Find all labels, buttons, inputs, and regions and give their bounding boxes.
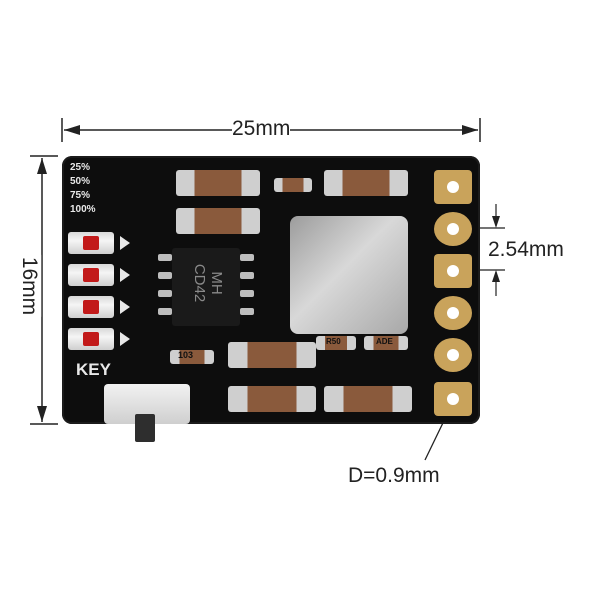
pcb-board: 25% 50% 75% 100% 103 R50 ADE MH CD42 KEY bbox=[62, 156, 480, 442]
resistor-code: 103 bbox=[178, 350, 194, 360]
pad-hole bbox=[447, 307, 459, 319]
led-1 bbox=[68, 232, 114, 254]
ic-marking: MH CD42 bbox=[191, 249, 225, 317]
hole-diameter-label: D=0.9mm bbox=[348, 464, 440, 488]
ic-pin bbox=[158, 308, 172, 315]
pad-5 bbox=[434, 338, 472, 372]
ic-pin bbox=[158, 272, 172, 279]
capacitor bbox=[176, 170, 260, 196]
resistor bbox=[274, 178, 312, 192]
ic-marking-line1: MH bbox=[208, 271, 225, 295]
key-switch bbox=[104, 384, 190, 442]
resistor-ade bbox=[364, 336, 408, 350]
height-label: 16mm bbox=[17, 254, 42, 318]
arrow-icon bbox=[120, 236, 130, 250]
capacitor bbox=[176, 208, 260, 234]
led-3 bbox=[68, 296, 114, 318]
pad-hole bbox=[447, 349, 459, 361]
ic-pin bbox=[158, 290, 172, 297]
r50-label: R50 bbox=[326, 337, 341, 346]
ade-label: ADE bbox=[376, 337, 393, 346]
switch-knob bbox=[135, 414, 155, 442]
pad-hole bbox=[447, 393, 459, 405]
ic-marking-line2: CD42 bbox=[191, 263, 208, 303]
pad-hole bbox=[447, 265, 459, 277]
led-4 bbox=[68, 328, 114, 350]
arrow-icon bbox=[120, 300, 130, 314]
capacitor bbox=[228, 342, 316, 368]
pitch-label: 2.54mm bbox=[488, 238, 564, 262]
resistor-103 bbox=[170, 350, 214, 364]
level-label-100: 100% bbox=[70, 204, 96, 215]
led-chip bbox=[83, 268, 99, 282]
led-chip bbox=[83, 236, 99, 250]
ic-pin bbox=[158, 254, 172, 261]
led-chip bbox=[83, 300, 99, 314]
capacitor bbox=[324, 386, 412, 412]
inductor bbox=[290, 216, 408, 334]
ic-pin bbox=[240, 254, 254, 261]
key-label: KEY bbox=[76, 360, 111, 379]
led-chip bbox=[83, 332, 99, 346]
arrow-icon bbox=[120, 332, 130, 346]
ic-chip bbox=[172, 248, 240, 326]
pad-1 bbox=[434, 170, 472, 204]
arrow-icon bbox=[120, 268, 130, 282]
pad-3 bbox=[434, 254, 472, 288]
capacitor bbox=[228, 386, 316, 412]
pad-2 bbox=[434, 212, 472, 246]
pad-hole bbox=[447, 181, 459, 193]
level-label-75: 75% bbox=[70, 190, 91, 201]
ic-pin bbox=[240, 308, 254, 315]
width-label: 25mm bbox=[232, 117, 291, 141]
ic-pin bbox=[240, 290, 254, 297]
pad-hole bbox=[447, 223, 459, 235]
ic-pin bbox=[240, 272, 254, 279]
pad-6 bbox=[434, 382, 472, 416]
pad-4 bbox=[434, 296, 472, 330]
resistor-r50 bbox=[316, 336, 356, 350]
level-label-25: 25% bbox=[70, 162, 91, 173]
level-label-50: 50% bbox=[70, 176, 91, 187]
capacitor bbox=[324, 170, 408, 196]
led-2 bbox=[68, 264, 114, 286]
